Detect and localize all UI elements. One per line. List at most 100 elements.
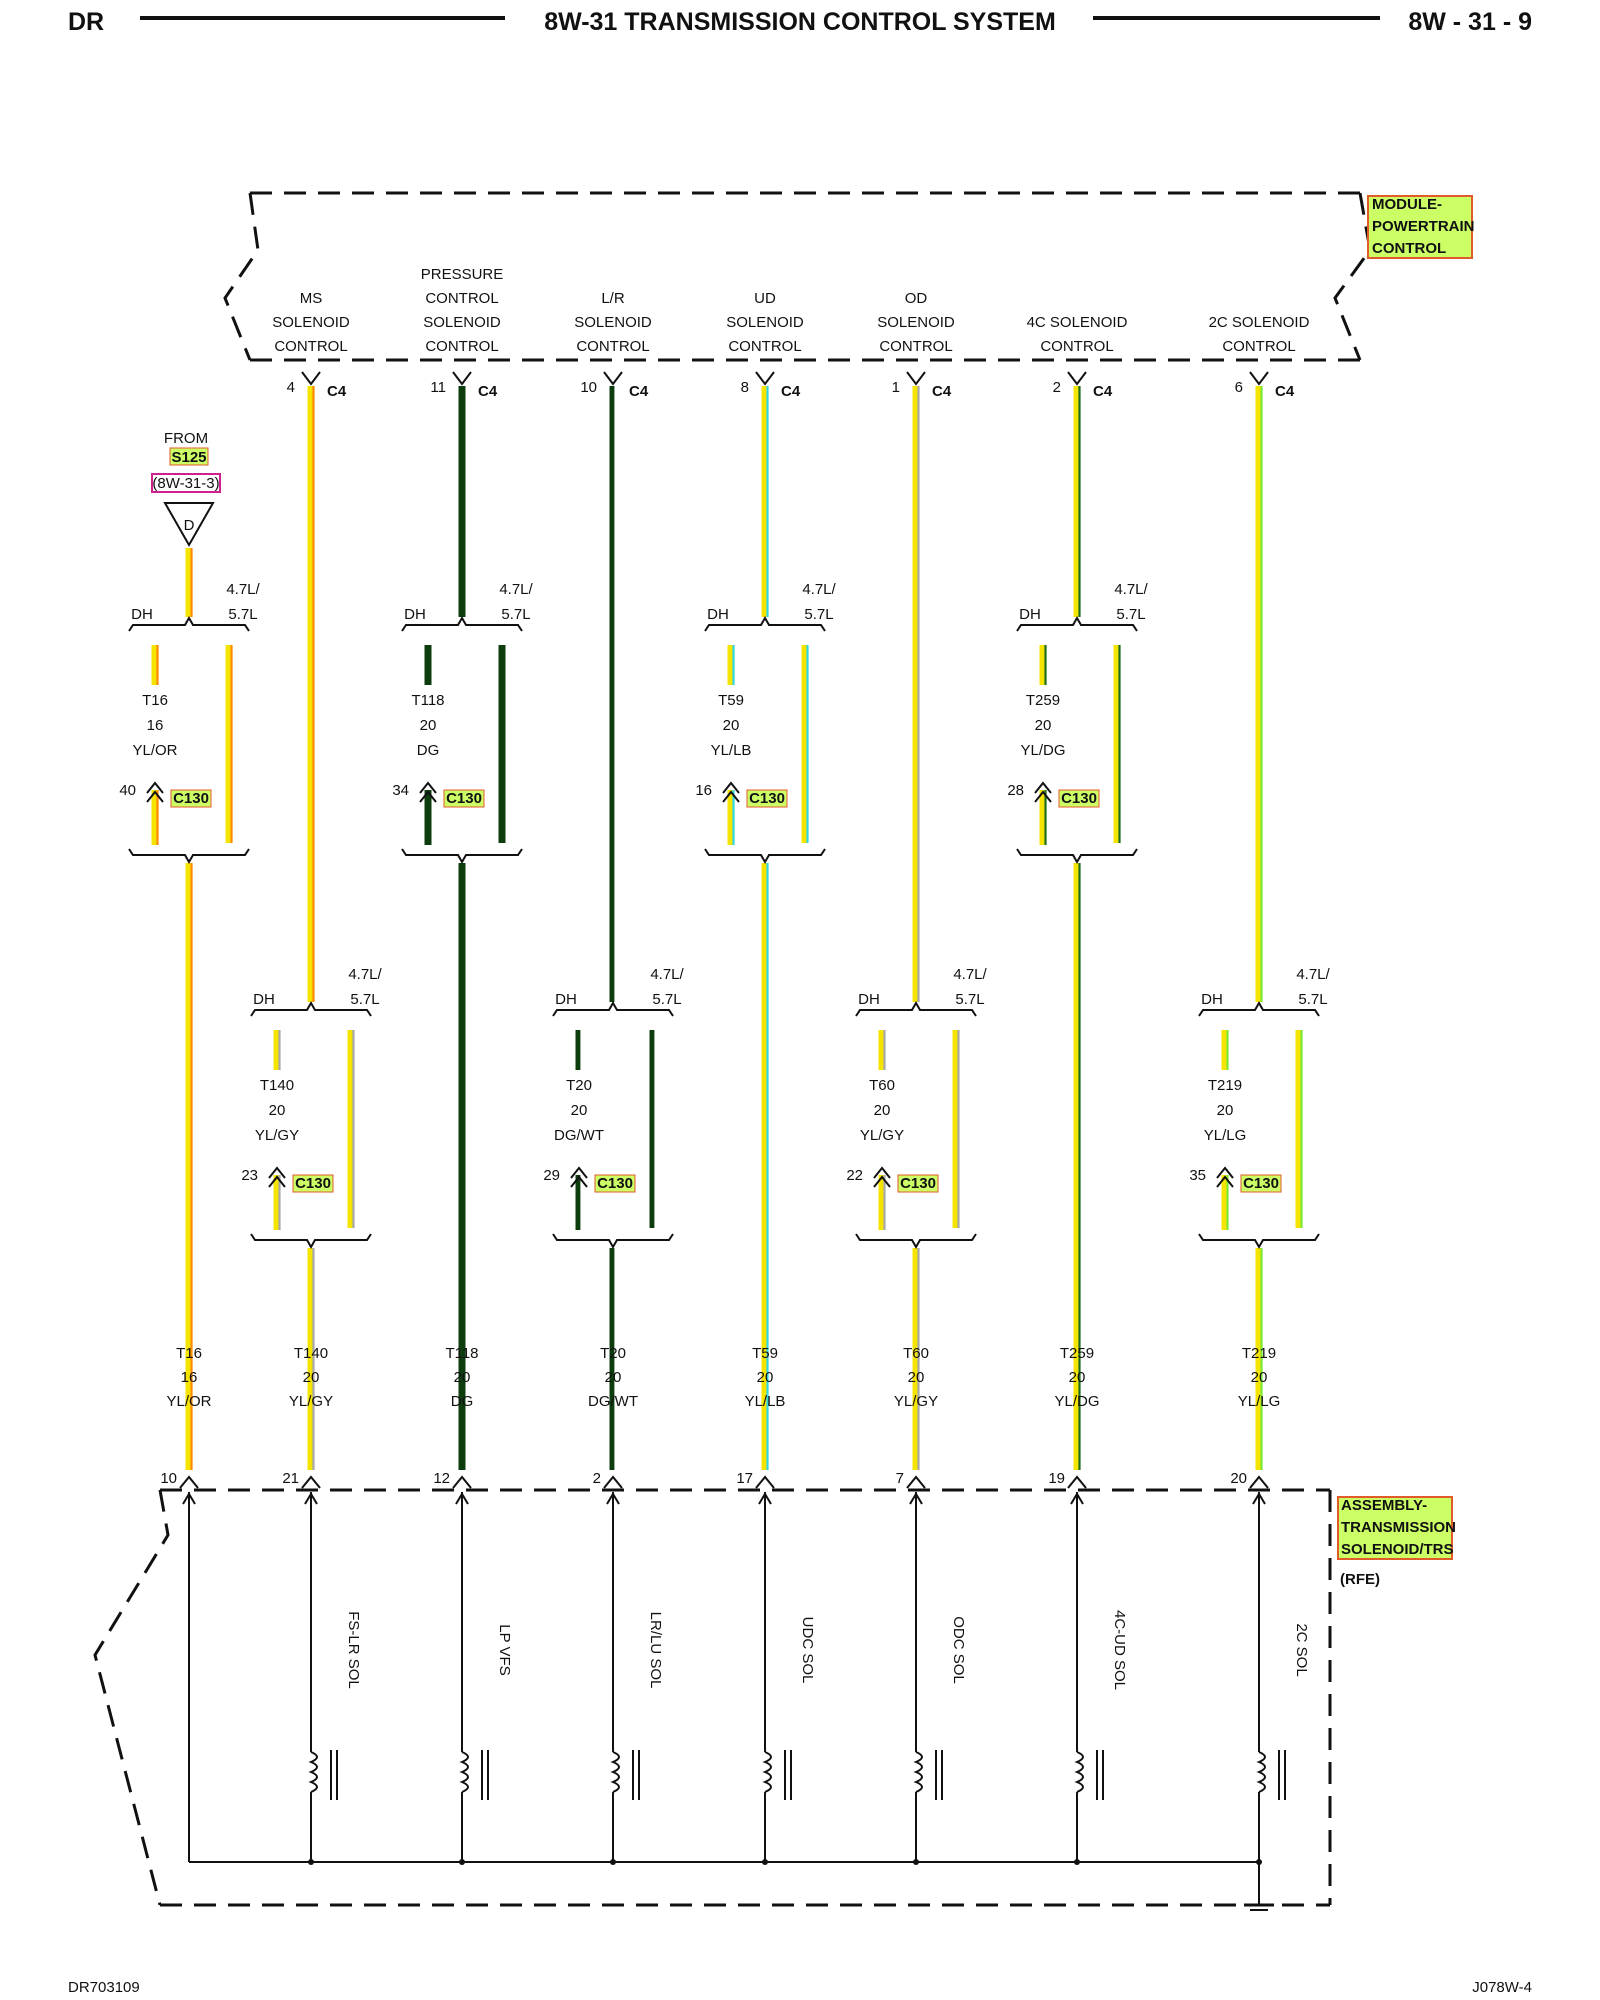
solenoid-coil-icon — [1256, 1751, 1266, 1793]
branch-engine-label: 5.7L — [228, 606, 257, 623]
branch-wire-id: T16 — [142, 692, 168, 709]
pcm-function-label: SOLENOID — [877, 314, 955, 331]
lower-wire-id: T59 — [752, 1345, 778, 1362]
branch-wire-color: DG/WT — [554, 1127, 604, 1144]
trs-pin-number: 2 — [593, 1470, 601, 1487]
branch-bottom-brace — [128, 848, 250, 865]
c130-badge — [746, 789, 788, 808]
solenoid-coil-icon — [610, 1751, 620, 1793]
lower-wire-color: DG/WT — [588, 1393, 638, 1410]
lower-wire-color: YL/LB — [745, 1393, 786, 1410]
lower-wire-id: T118 — [445, 1345, 478, 1362]
lower-wire-gauge: 20 — [303, 1369, 320, 1386]
trs-pin-number: 20 — [1230, 1470, 1247, 1487]
solenoid-name-label: 4C-UD SOL — [1111, 1610, 1128, 1690]
from-label: FROM — [164, 430, 208, 447]
branch-dh-label: DH — [404, 606, 426, 623]
pcm-connector-label: C4 — [781, 383, 801, 400]
pcm-function-label: SOLENOID — [574, 314, 652, 331]
branch-wire-color: DG — [417, 742, 440, 759]
trs-entry-arrow-icon — [758, 1492, 772, 1505]
trs-pin-number: 12 — [433, 1470, 450, 1487]
branch-wire-id: T118 — [411, 692, 444, 709]
pcm-pin-number: 11 — [430, 379, 446, 396]
branch-engine-label: 5.7L — [804, 606, 833, 623]
pcm-function-label: CONTROL — [576, 338, 649, 355]
branch-engine-label: 5.7L — [1298, 991, 1327, 1008]
c130-pin-number: 16 — [695, 782, 712, 799]
connector-fork-icon — [1249, 371, 1269, 386]
solenoid-name-label: ODC SOL — [950, 1616, 967, 1684]
lower-wire-color: DG — [451, 1393, 474, 1410]
branch-dh-label: DH — [131, 606, 153, 623]
pcm-connector-label: C4 — [629, 383, 649, 400]
c130-connector-label: C130 — [597, 1175, 633, 1192]
solenoid-name-label: 2C SOL — [1293, 1623, 1310, 1676]
branch-wire-color: YL/LB — [711, 742, 752, 759]
pcm-function-label: CONTROL — [728, 338, 801, 355]
pcm-function-label: CONTROL — [425, 338, 498, 355]
c130-badge — [1058, 789, 1100, 808]
branch-wire-gauge: 20 — [571, 1102, 588, 1119]
pcm-function-label: PRESSURE — [421, 266, 504, 283]
trs-connector-icon — [301, 1475, 321, 1489]
pcm-function-label: SOLENOID — [423, 314, 501, 331]
branch-top-brace — [128, 615, 250, 632]
branch-dh-label: DH — [707, 606, 729, 623]
lower-wire-gauge: 20 — [1251, 1369, 1268, 1386]
trs-entry-arrow-icon — [606, 1492, 620, 1505]
branch-top-brace — [1198, 1000, 1320, 1017]
page-header: DR 8W-31 TRANSMISSION CONTROL SYSTEM 8W … — [68, 8, 1532, 36]
c130-connector-icon — [268, 1166, 286, 1188]
c130-connector-label: C130 — [749, 790, 785, 807]
branch-wire-color: YL/OR — [132, 742, 177, 759]
c130-connector-label: C130 — [1243, 1175, 1279, 1192]
c130-connector-icon — [419, 781, 437, 803]
lower-wire-color: YL/DG — [1054, 1393, 1099, 1410]
branch-wire-gauge: 20 — [1217, 1102, 1234, 1119]
branch-wire-id: T140 — [260, 1077, 294, 1094]
trs-connector-icon — [603, 1475, 623, 1489]
trs-connector-icon — [1067, 1475, 1087, 1489]
module-label-line-2: POWERTRAIN — [1372, 218, 1475, 235]
trs-entry-arrow-icon — [455, 1492, 469, 1505]
pcm-connector-label: C4 — [478, 383, 498, 400]
branch-top-brace — [855, 1000, 977, 1017]
pcm-module-outline — [223, 191, 1372, 362]
assembly-label-line-2: TRANSMISSION — [1341, 1519, 1456, 1536]
branch-dh-label: DH — [1019, 606, 1041, 623]
branch-wire-gauge: 20 — [723, 717, 740, 734]
connector-triangle-icon — [163, 502, 215, 548]
solenoid-coil-icon — [762, 1751, 772, 1793]
splice-label: S125 — [171, 449, 206, 466]
branch-bottom-brace — [1016, 848, 1138, 865]
branch-engine-label: 4.7L/ — [802, 581, 836, 598]
pcm-function-label: CONTROL — [1222, 338, 1295, 355]
c130-pin-number: 28 — [1007, 782, 1024, 799]
footer-left: DR703109 — [68, 1979, 140, 1996]
branch-engine-label: 4.7L/ — [1114, 581, 1148, 598]
trs-entry-arrow-icon — [1070, 1492, 1084, 1505]
pcm-pin-number: 4 — [287, 379, 295, 396]
c130-pin-number: 23 — [241, 1167, 258, 1184]
branch-wire-gauge: 20 — [1035, 717, 1052, 734]
solenoid-coil-icon — [308, 1751, 318, 1793]
lower-wire-gauge: 20 — [605, 1369, 622, 1386]
branch-bottom-brace — [1198, 1233, 1320, 1250]
pcm-function-label: OD — [905, 290, 928, 307]
c130-connector-label: C130 — [1061, 790, 1097, 807]
branch-bottom-brace — [552, 1233, 674, 1250]
trs-entry-arrow-icon — [909, 1492, 923, 1505]
connector-fork-icon — [755, 371, 775, 386]
c130-pin-number: 34 — [392, 782, 409, 799]
pcm-connector-label: C4 — [932, 383, 952, 400]
branch-dh-label: DH — [1201, 991, 1223, 1008]
trs-entry-arrow-icon — [182, 1492, 196, 1505]
trs-pin-number: 17 — [736, 1470, 753, 1487]
c130-connector-icon — [1034, 781, 1052, 803]
branch-bottom-brace — [855, 1233, 977, 1250]
branch-top-brace — [250, 1000, 372, 1017]
branch-wire-gauge: 20 — [420, 717, 437, 734]
assembly-label-line-1: ASSEMBLY- — [1341, 1497, 1427, 1514]
